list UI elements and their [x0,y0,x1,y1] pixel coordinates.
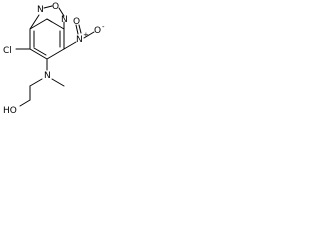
bond-ch2-oh [19,99,31,107]
bond-c7a-c3a [29,18,48,30]
double-bond-nitro-n-o-left [78,24,82,34]
ring-nitrogen-right-label: N [61,15,68,25]
molecule-drawing: Cl N O N N + O - O N HO [3,2,105,116]
bond-c5-c6 [46,48,65,60]
amine-nitrogen-label: N [44,71,51,81]
bond-amine-n-ch2 [29,78,43,87]
bond-c5-nitro-n [63,41,77,50]
bond-nitro-n-o-left [75,24,79,35]
bond-n-top-o [43,5,53,9]
bond-c6-c7 [29,48,48,60]
bond-c7a-n-top [29,14,40,30]
bond-nitro-n-o-right [83,31,95,39]
structure-diagram: Cl N O N N + O - O N HO [0,0,111,125]
chlorine-label: Cl [3,46,12,56]
bond-amine-n-methyl [51,78,65,87]
nitro-nitrogen-label: N [76,35,83,45]
nitro-oxygen-right-label: O [94,26,101,36]
nitro-oxygen-left-label: O [73,17,80,27]
ring-nitrogen-top-label: N [37,5,44,15]
nitro-minus-label: - [102,23,105,31]
double-bond-c6-c7 [33,47,47,56]
ring-oxygen-label: O [52,2,59,12]
nitro-plus-label: + [83,31,89,39]
hydroxyl-label: HO [3,106,17,116]
bond-o-n-right [58,7,65,17]
bond-c3a-n-right [46,18,53,23]
